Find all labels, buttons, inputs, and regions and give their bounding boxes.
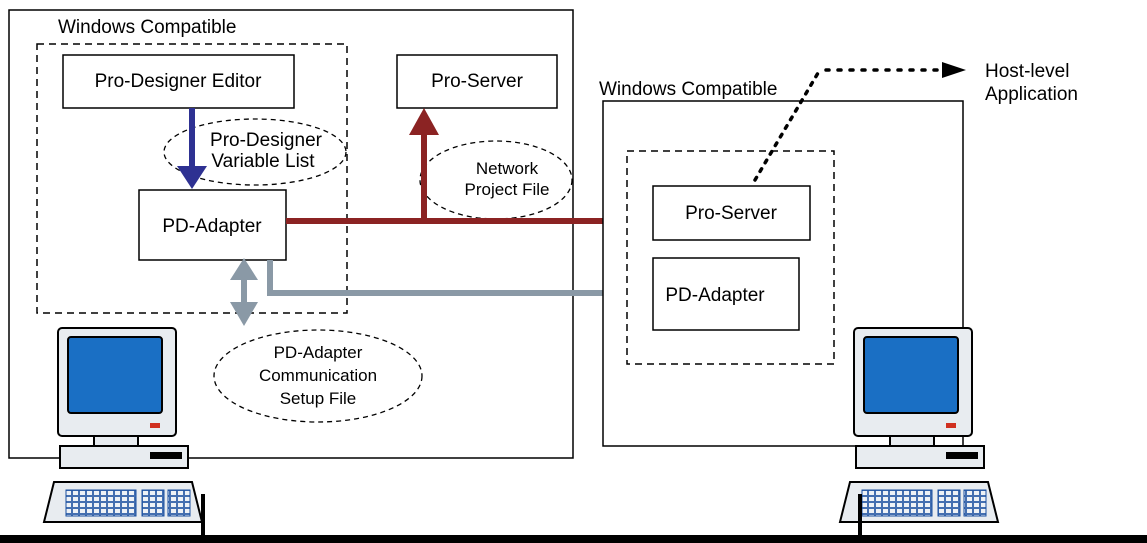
variable-list-line2: Variable List — [211, 151, 315, 172]
pro-designer-editor-label: Pro-Designer Editor — [95, 71, 263, 92]
comm-double-arrowhead-up — [230, 258, 258, 280]
host-link-arrowhead — [942, 62, 966, 78]
host-application-line1: Host-level — [985, 61, 1069, 82]
project-file-arrowhead-up — [409, 108, 439, 135]
right-windows-title: Windows Compatible — [599, 79, 777, 100]
left-windows-title: Windows Compatible — [58, 17, 236, 38]
network-project-file-line2: Project File — [464, 180, 549, 199]
host-link-dotted-diagonal — [753, 71, 820, 182]
comm-setup-file-line1: PD-Adapter — [274, 343, 363, 362]
comm-setup-file-line2: Communication — [259, 366, 377, 385]
left-pro-server-label: Pro-Server — [431, 71, 524, 92]
left-pd-adapter-label: PD-Adapter — [162, 216, 262, 237]
left-pd-adapter-box — [138, 189, 287, 261]
right-pd-adapter-label: PD-Adapter — [665, 285, 765, 306]
right-dashed-group — [626, 150, 835, 365]
comm-setup-file-line3: Setup File — [280, 389, 357, 408]
left-dashed-group — [36, 43, 348, 314]
variable-list-arrowhead — [177, 166, 207, 189]
host-application-line2: Application — [985, 84, 1078, 105]
right-pd-adapter-box — [652, 257, 800, 331]
left-pro-server-box — [396, 54, 558, 109]
variable-list-line1: Pro-Designer — [210, 130, 323, 151]
right-pro-server-label: Pro-Server — [685, 203, 778, 224]
right-pro-server-box — [652, 185, 811, 241]
network-bus — [0, 535, 1147, 543]
network-project-file-line1: Network — [476, 159, 539, 178]
right-desktop-computer-icon — [839, 327, 999, 523]
variable-list-ellipse — [163, 118, 347, 186]
comm-setup-file-ellipse — [213, 329, 423, 423]
comm-double-arrowhead-down — [230, 302, 258, 326]
pro-designer-editor-box — [62, 54, 295, 109]
